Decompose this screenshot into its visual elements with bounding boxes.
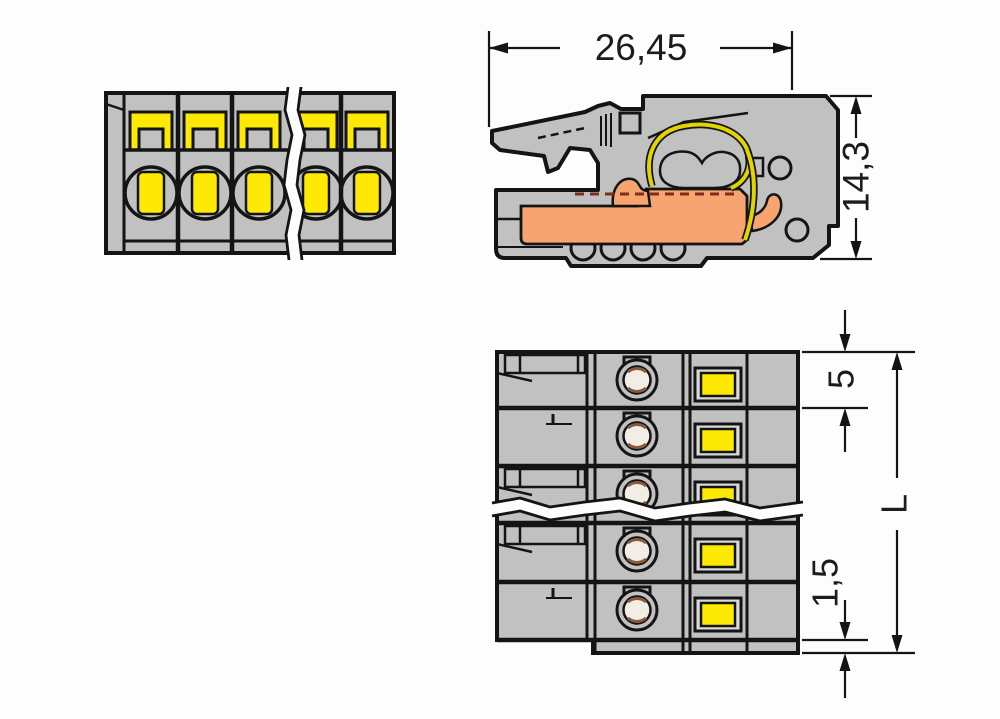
dim-length: L <box>874 352 915 653</box>
front-pole <box>123 110 179 221</box>
spring-clamp-window <box>693 366 743 403</box>
front-housing-outline <box>104 91 396 255</box>
screw-hole <box>615 411 659 458</box>
dim-pitch-label: 5 <box>821 369 862 389</box>
front-pole <box>339 110 395 221</box>
spring-end-orange <box>749 193 783 233</box>
bottom-housing-outline <box>495 350 800 655</box>
arrow-right <box>773 42 792 54</box>
connector-row <box>496 524 743 574</box>
front-view <box>104 86 396 261</box>
row-profile-notch <box>496 353 587 383</box>
spring-clamp-window <box>693 596 743 633</box>
screw-hole <box>615 585 659 632</box>
side-busbar <box>519 177 783 246</box>
dim-height-label: 14,3 <box>836 141 877 213</box>
dim-offset: 1,5 <box>802 558 915 698</box>
clamp-notch <box>353 127 381 152</box>
front-pole-dividers <box>175 93 344 253</box>
row-profile-tick <box>546 414 572 425</box>
arrow-up <box>839 408 851 426</box>
side-test-spring-wire <box>645 120 758 242</box>
clamp-notch <box>137 127 165 152</box>
arrow-down <box>839 622 851 640</box>
arrow-up <box>850 96 862 114</box>
connector-row <box>496 353 743 403</box>
row-profile-tick <box>546 588 572 599</box>
side-square-hole <box>618 111 642 135</box>
spring-clamp-window <box>693 537 743 574</box>
arrow-down <box>850 241 862 259</box>
screw-hole <box>615 526 659 573</box>
arrow-down <box>839 334 851 352</box>
side-hole-lower <box>784 217 810 243</box>
row-profile-notch <box>496 467 587 497</box>
clamp-notch <box>245 127 273 152</box>
dim-length-label: L <box>874 494 915 514</box>
bottom-break-wave <box>491 496 804 523</box>
arrow-up <box>839 653 851 671</box>
lever-dashed-line <box>537 126 586 140</box>
clamp-notch <box>191 127 219 152</box>
front-poles-group <box>123 110 395 221</box>
arrow-left <box>489 42 508 54</box>
arrow-up <box>891 352 903 370</box>
clamp-spring-orange <box>611 177 652 208</box>
screw-hole <box>615 355 659 402</box>
side-hole-upper <box>767 155 793 181</box>
side-view: 26,45 14,3 <box>487 27 877 268</box>
conductor-entry-yellow <box>301 170 331 216</box>
arrow-down <box>891 635 903 653</box>
dim-width: 26,45 <box>487 27 794 127</box>
conductor-entry-yellow <box>352 170 382 216</box>
conductor-entry-yellow <box>244 170 274 216</box>
conductor-entry-yellow <box>190 170 220 216</box>
dim-pitch: 5 <box>802 310 915 452</box>
conductor-entry-yellow <box>136 170 166 216</box>
spring-clamp-window <box>693 422 743 459</box>
connector-row <box>546 585 743 633</box>
busbar-orange <box>519 187 749 246</box>
front-pole <box>177 110 233 221</box>
row-profile-notch <box>496 524 587 554</box>
clamp-notch <box>302 127 330 152</box>
bottom-view: 5 1,5 L <box>491 310 915 698</box>
front-break-wave <box>282 86 307 261</box>
front-chamfer-line <box>105 102 125 112</box>
connector-row <box>546 411 743 459</box>
dim-offset-label: 1,5 <box>805 558 846 608</box>
dim-width-label: 26,45 <box>595 27 688 68</box>
dim-height: 14,3 <box>820 94 877 261</box>
